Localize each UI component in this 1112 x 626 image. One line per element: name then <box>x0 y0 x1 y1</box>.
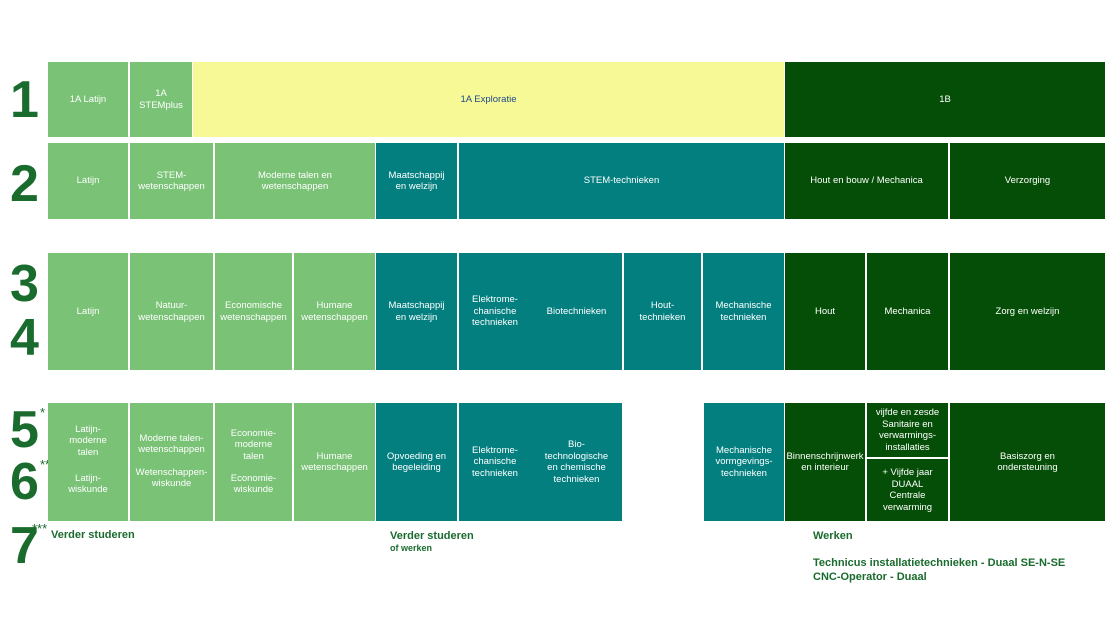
cell-2-hout-bouw[interactable]: Hout en bouw / Mechanica <box>785 143 948 219</box>
year-7-footnote-mark: *** <box>32 521 48 536</box>
outcome-verder-studeren: Verder studeren <box>51 529 135 541</box>
cell-56-moderne-talen-wetenschappen: Moderne talen- wetenschappen <box>130 429 213 459</box>
cell-56-basiszorg[interactable]: Basiszorg en ondersteuning <box>950 403 1105 521</box>
outcome-of-werken: of werken <box>390 543 433 553</box>
cell-1a-exploratie[interactable]: 1A Exploratie <box>193 62 784 137</box>
cell-1b[interactable]: 1B <box>785 62 1105 137</box>
cell-56-binnenschrijnwerk[interactable]: Binnenschrijnwerk en interieur <box>785 403 865 521</box>
cell-56-economie-moderne-talen: Economie- moderne talen <box>215 423 292 467</box>
cell-56-mechanische-vormgeving[interactable]: Mechanische vormgevings- technieken <box>704 403 784 521</box>
cell-34-mechanische[interactable]: Mechanische technieken <box>703 253 784 370</box>
cell-34-houttechnieken[interactable]: Hout- technieken <box>624 253 701 370</box>
cell-34-mechanica[interactable]: Mechanica <box>867 253 948 370</box>
outcome-verder-studeren-of-werken: Verder studeren <box>390 530 474 542</box>
cell-34-zorg-welzijn[interactable]: Zorg en welzijn <box>950 253 1105 370</box>
cell-2-latijn[interactable]: Latijn <box>48 143 128 219</box>
cell-56-opvoeding[interactable]: Opvoeding en begeleiding <box>376 403 457 521</box>
year-7-label: 7*** <box>10 517 48 575</box>
year-5-footnote-mark: * <box>40 405 46 420</box>
cell-34-latijn[interactable]: Latijn <box>48 253 128 370</box>
cell-2-maatschappij[interactable]: Maatschappij en welzijn <box>376 143 457 219</box>
year-1-label: 1 <box>10 71 39 129</box>
cell-56-elektromechanische[interactable]: Elektrome- chanische technieken <box>459 403 531 521</box>
year-2-label: 2 <box>10 155 39 213</box>
cell-34-humane[interactable]: Humane wetenschappen <box>294 253 375 370</box>
cell-56-sanitaire-installaties[interactable]: vijfde en zesde Sanitaire en verwarmings… <box>867 403 948 457</box>
cell-56-duaal-centrale-verwarming[interactable]: + Vijfde jaar DUAAL Centrale verwarming <box>867 459 948 521</box>
outcome-cnc-operator: CNC-Operator - Duaal <box>813 571 927 583</box>
cell-34-maatschappij[interactable]: Maatschappij en welzijn <box>376 253 457 370</box>
cell-56-biotechnologische[interactable]: Bio- technologische en chemische technie… <box>531 403 622 521</box>
cell-34-hout[interactable]: Hout <box>785 253 865 370</box>
cell-1a-stemplus[interactable]: 1A STEMplus <box>130 62 192 137</box>
cell-56-moderne[interactable]: Moderne talen- wetenschappen Wetenschapp… <box>130 403 213 521</box>
outcome-technicus-installatietechnieken: Technicus installatietechnieken - Duaal … <box>813 557 1066 569</box>
cell-2-moderne-talen[interactable]: Moderne talen en wetenschappen <box>215 143 375 219</box>
cell-56-economie[interactable]: Economie- moderne talen Economie- wiskun… <box>215 403 292 521</box>
cell-56-wetenschappen-wiskunde: Wetenschappen- wiskunde <box>130 463 213 493</box>
cell-34-natuurwetenschappen[interactable]: Natuur- wetenschappen <box>130 253 213 370</box>
year-6-footnote-mark: ** <box>40 457 51 472</box>
cell-56-humane[interactable]: Humane wetenschappen <box>294 403 375 521</box>
cell-1a-latijn[interactable]: 1A Latijn <box>48 62 128 137</box>
cell-2-verzorging[interactable]: Verzorging <box>950 143 1105 219</box>
cell-56-latijn-wiskunde: Latijn- wiskunde <box>48 467 128 501</box>
cell-34-economische[interactable]: Economische wetenschappen <box>215 253 292 370</box>
year-4-label: 4 <box>10 309 39 367</box>
cell-34-elektromechanische[interactable]: Elektrome- chanische technieken <box>459 253 531 370</box>
cell-56-latijn[interactable]: Latijn- moderne talen Latijn- wiskunde <box>48 403 128 521</box>
cell-2-stem-wetenschappen[interactable]: STEM- wetenschappen <box>130 143 213 219</box>
cell-56-latijn-moderne-talen: Latijn- moderne talen <box>48 419 128 463</box>
cell-56-economie-wiskunde: Economie- wiskunde <box>215 469 292 499</box>
year-3-label: 3 <box>10 255 39 313</box>
outcome-werken: Werken <box>813 530 853 542</box>
year-5-label: 5* <box>10 401 46 459</box>
year-6-label: 6** <box>10 453 51 511</box>
cell-2-stem-technieken[interactable]: STEM-technieken <box>459 143 784 219</box>
cell-34-biotechnieken[interactable]: Biotechnieken <box>531 253 622 370</box>
